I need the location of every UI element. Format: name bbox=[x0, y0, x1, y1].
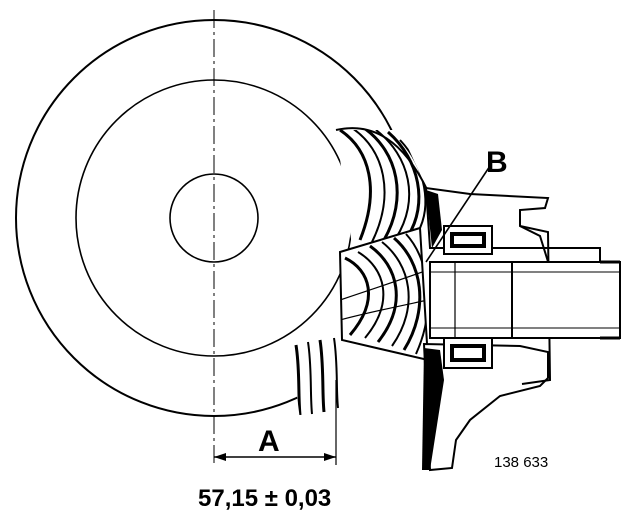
housing-dark-upper bbox=[426, 190, 442, 248]
crown-teeth-upper-edge bbox=[335, 127, 433, 201]
figure-number: 138 633 bbox=[494, 454, 548, 471]
bearing-lower bbox=[443, 337, 493, 369]
dimension-a bbox=[214, 380, 337, 465]
pinion-gear bbox=[338, 226, 430, 362]
dimension-value: 57,15 ± 0,03 bbox=[198, 485, 331, 512]
label-b: B bbox=[486, 146, 508, 179]
leader-line-b bbox=[425, 165, 491, 263]
label-a: A bbox=[258, 425, 280, 458]
housing-dark-lower bbox=[422, 348, 444, 470]
bearing-upper bbox=[443, 225, 493, 255]
housing-lower bbox=[422, 342, 549, 472]
pinion-shaft bbox=[429, 260, 621, 340]
